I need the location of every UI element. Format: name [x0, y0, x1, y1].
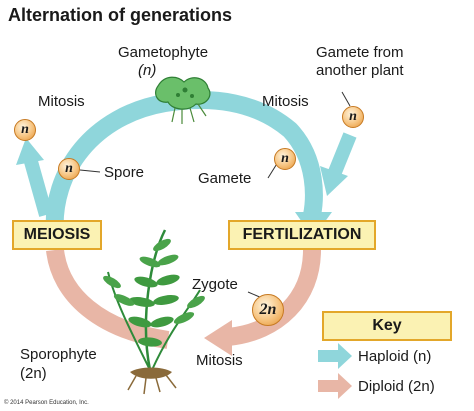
- haploid-split-arrow: [23, 156, 53, 217]
- gamete-from-arrowhead: [320, 166, 348, 196]
- meiosis-box: MEIOSIS: [12, 220, 102, 250]
- gamete-from-arrow: [328, 132, 357, 175]
- gametophyte-plant-icon: [155, 76, 211, 124]
- spore-pointer-line: [79, 169, 101, 173]
- spore-label: Spore: [104, 164, 145, 181]
- diagram-title: Alternation of generations: [8, 5, 233, 25]
- haploid-gamete-cell: n: [274, 148, 296, 170]
- gamete-from-label-line2: another plant: [316, 62, 404, 79]
- gamete-from-pointer-line: [341, 91, 351, 107]
- key-haploid-label: Haploid (n): [358, 348, 432, 365]
- haploid-cell-topleft: n: [14, 119, 36, 141]
- mitosis-label-right: Mitosis: [262, 93, 309, 110]
- gametophyte-label: Gametophyte: [118, 44, 209, 61]
- key-diploid-label: Diploid (2n): [358, 378, 435, 395]
- diploid-arc-arrow: [226, 249, 321, 346]
- mitosis-label-bottom: Mitosis: [196, 352, 243, 369]
- key-diploid-swatch: [318, 373, 352, 399]
- gamete-label: Gamete: [198, 170, 252, 187]
- mitosis-label-left: Mitosis: [38, 93, 85, 110]
- sporophyte-ploidy: (2n): [20, 365, 47, 382]
- key-haploid-swatch: [318, 343, 352, 369]
- sporophyte-label: Sporophyte: [20, 346, 97, 363]
- fertilization-box: FERTILIZATION: [228, 220, 376, 250]
- haploid-gamete-from-cell: n: [342, 106, 364, 128]
- diploid-arc-arrowhead: [204, 320, 232, 356]
- zygote-cell: 2n: [252, 294, 284, 326]
- fern-sporophyte-icon: [103, 229, 205, 395]
- gamete-from-label-line1: Gamete from: [316, 44, 404, 61]
- zygote-label: Zygote: [192, 276, 238, 293]
- haploid-split-arrowhead: [16, 138, 44, 165]
- haploid-spore-cell: n: [58, 158, 80, 180]
- gametophyte-ploidy: (n): [138, 62, 157, 79]
- copyright-text: © 2014 Pearson Education, Inc.: [4, 400, 89, 406]
- key-title: Key: [322, 311, 452, 341]
